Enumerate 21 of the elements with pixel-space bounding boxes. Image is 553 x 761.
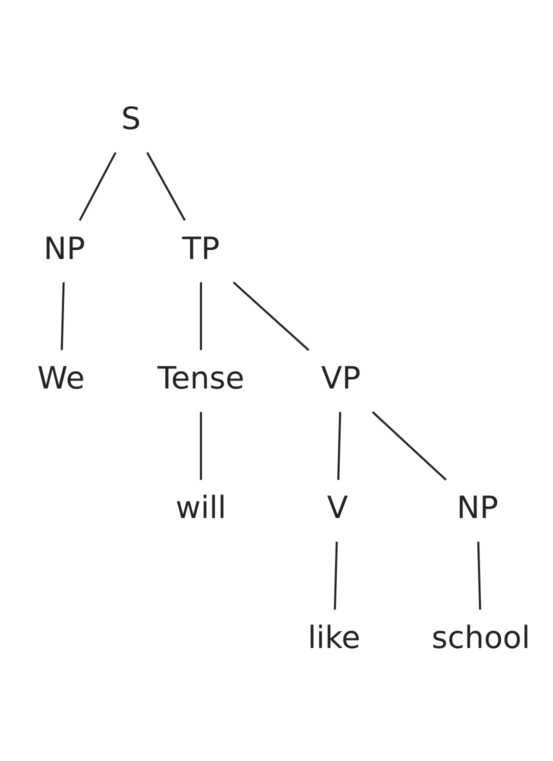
connector bbox=[232, 281, 310, 350]
connector bbox=[337, 411, 342, 480]
node-text: V bbox=[327, 490, 348, 526]
node-text: will bbox=[176, 490, 226, 526]
node-text: school bbox=[432, 619, 530, 656]
node-text: NP bbox=[456, 490, 498, 526]
connector bbox=[372, 410, 447, 480]
node-text: S bbox=[121, 100, 141, 137]
connector bbox=[146, 152, 186, 220]
node-text: We bbox=[37, 360, 85, 396]
connector bbox=[334, 541, 338, 610]
connector bbox=[200, 282, 202, 350]
node-text: like bbox=[308, 619, 360, 656]
connector bbox=[200, 412, 202, 480]
node-text: VP bbox=[321, 360, 361, 396]
connector bbox=[60, 282, 65, 350]
node-text: Tense bbox=[158, 360, 244, 396]
node-text: TP bbox=[182, 230, 220, 266]
node-text: NP bbox=[44, 230, 86, 266]
connector bbox=[78, 152, 116, 220]
connector bbox=[477, 541, 482, 610]
